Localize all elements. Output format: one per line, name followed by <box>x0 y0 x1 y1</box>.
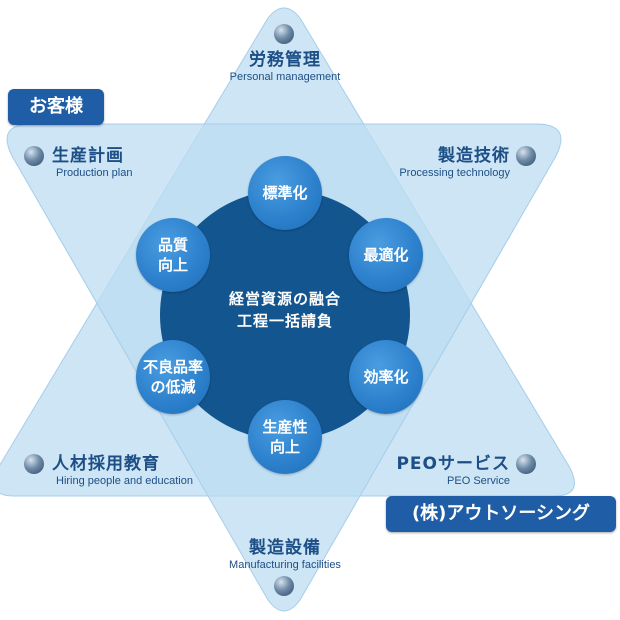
label-lower-left-en: Hiring people and education <box>56 475 193 487</box>
label-lower-right-en: PEO Service <box>447 475 510 487</box>
label-lower-left: 人材採用教育 Hiring people and education <box>52 454 222 488</box>
core-text: 経営資源の融合 工程一括請負 <box>228 290 341 330</box>
core-circle <box>160 190 410 440</box>
point-dot-lower-right <box>516 454 536 474</box>
node-lower-left: 不良品率 の低減 <box>136 340 210 414</box>
point-dot-upper-left <box>24 146 44 166</box>
point-dot-top <box>274 24 294 44</box>
node-upper-right: 最適化 <box>349 218 423 292</box>
label-upper-left-en: Production plan <box>56 167 133 179</box>
customer-tag: お客様 <box>8 89 104 125</box>
label-lower-left-jp: 人材採用教育 <box>52 454 160 474</box>
node-upper-left: 品質 向上 <box>136 218 210 292</box>
label-upper-right: 製造技術 Processing technology <box>370 146 510 180</box>
label-bottom: 製造設備 Manufacturing facilities <box>200 538 370 572</box>
label-upper-left-jp: 生産計画 <box>52 146 124 166</box>
node-top: 標準化 <box>248 156 322 230</box>
point-dot-bottom <box>274 576 294 596</box>
label-bottom-en: Manufacturing facilities <box>229 559 341 571</box>
outsourcing-tag: (株)アウトソーシング <box>386 496 616 532</box>
label-bottom-jp: 製造設備 <box>249 538 321 558</box>
node-lower-right: 効率化 <box>349 340 423 414</box>
point-dot-upper-right <box>516 146 536 166</box>
label-top-jp: 労務管理 <box>249 50 321 70</box>
label-top-en: Personal management <box>229 71 341 83</box>
point-dot-lower-left <box>24 454 44 474</box>
label-upper-left: 生産計画 Production plan <box>52 146 162 180</box>
node-bottom: 生産性 向上 <box>248 400 322 474</box>
label-top: 労務管理 Personal management <box>200 50 370 84</box>
label-lower-right: PEOサービス PEO Service <box>390 454 510 488</box>
label-upper-right-en: Processing technology <box>399 167 510 179</box>
label-upper-right-jp: 製造技術 <box>438 146 510 166</box>
label-lower-right-jp: PEOサービス <box>396 454 510 474</box>
